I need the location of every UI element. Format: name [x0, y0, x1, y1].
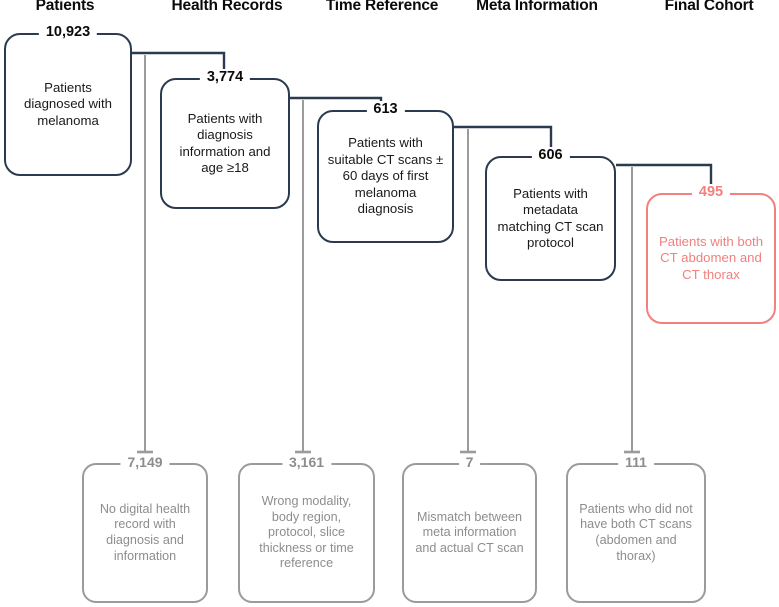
- column-header-final-cohort: Final Cohort: [664, 0, 754, 14]
- column-header-health-records: Health Records: [171, 0, 283, 14]
- column-header-meta-information: Meta Information: [476, 0, 598, 14]
- node-count-metadata-mismatch: 7: [458, 454, 481, 470]
- node-label-metadata-mismatch: Mismatch between meta information and ac…: [415, 509, 524, 555]
- node-count-patients: 10,923: [38, 24, 98, 40]
- node-label-patients: Patients diagnosed with melanoma: [24, 79, 112, 128]
- node-count-meta-information: 606: [531, 147, 570, 163]
- node-count-final-cohort: 495: [691, 184, 731, 200]
- node-label-health-records: Patients with diagnosis information and …: [179, 110, 271, 175]
- node-count-health-records: 3,774: [199, 69, 251, 85]
- column-header-patients: Patients: [35, 0, 95, 14]
- node-count-missing-both-ct: 111: [618, 454, 654, 470]
- node-count-no-digital-health-record: 7,149: [120, 454, 170, 470]
- node-count-wrong-modality: 3,161: [281, 454, 332, 470]
- node-label-time-reference: Patients with suitable CT scans ± 60 day…: [327, 135, 444, 217]
- node-label-missing-both-ct: Patients who did not have both CT scans …: [579, 501, 693, 563]
- column-header-time-reference: Time Reference: [325, 0, 439, 14]
- node-label-meta-information: Patients with metadata matching CT scan …: [497, 185, 604, 250]
- node-label-wrong-modality: Wrong modality, body region, protocol, s…: [259, 494, 354, 571]
- node-label-no-digital-health-record: No digital health record with diagnosis …: [99, 501, 191, 563]
- node-label-final-cohort: Patients with both CT abdomen and CT tho…: [658, 233, 764, 282]
- node-count-time-reference: 613: [366, 101, 405, 117]
- node-no-digital-health-record: 7,149 No digital health record with diagn…: [82, 454, 208, 603]
